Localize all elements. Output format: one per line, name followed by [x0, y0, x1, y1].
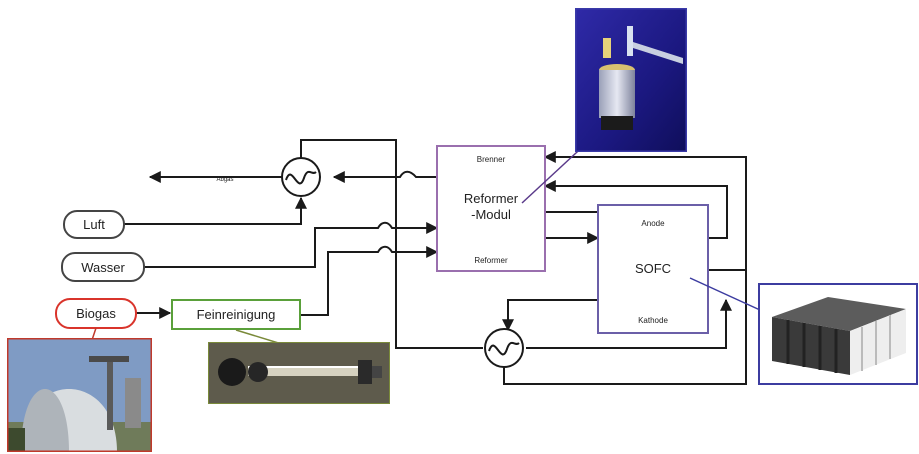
reformer-modul-top-label: Brenner — [477, 155, 506, 164]
wasser-node: Wasser — [61, 252, 145, 282]
reformer-modul-title-line2: -Modul — [471, 207, 511, 222]
hx-to-kathode-line — [526, 298, 732, 349]
wasser-label: Wasser — [81, 260, 125, 275]
sofc-node: Anode SOFC Kathode — [597, 204, 709, 334]
luft-node: Luft — [63, 210, 125, 239]
heat-exchanger-icon — [484, 328, 524, 368]
kathode-to-brenner-line — [543, 151, 747, 271]
reformer-modul-node: Brenner Reformer -Modul Reformer — [436, 145, 546, 272]
reformer-modul-photo — [575, 8, 687, 152]
sofc-title: SOFC — [635, 261, 671, 276]
feinreinigung-photo — [208, 342, 390, 404]
feinreinigung-node: Feinreinigung — [171, 299, 301, 330]
anode-to-brenner-line — [543, 180, 728, 239]
luft-line — [124, 196, 307, 225]
biogas-node: Biogas — [55, 298, 137, 329]
reformer-modul-bottom-label: Reformer — [474, 256, 508, 265]
luft-label: Luft — [83, 217, 105, 232]
heat-exchanger-icon — [281, 157, 321, 197]
sofc-bottom-label: Kathode — [638, 316, 668, 325]
sofc-stack-photo — [758, 283, 918, 385]
hx-bottom-line — [503, 270, 747, 385]
hx-top-line — [300, 139, 483, 349]
biogas-plant-photo — [7, 338, 152, 452]
abgas-label: Abgas — [216, 177, 233, 183]
feinreinigung-label: Feinreinigung — [197, 307, 276, 322]
sofc-photo-pointer — [689, 277, 761, 311]
flow-lines — [124, 139, 747, 385]
sofc-top-label: Anode — [641, 219, 665, 228]
biogas-label: Biogas — [76, 306, 116, 321]
wasser-line — [144, 221, 439, 268]
gas-line — [300, 245, 439, 316]
kathode-to-hx-line — [502, 299, 598, 332]
brenner-to-hx-line — [332, 170, 437, 183]
reformer-modul-title-line1: Reformer — [464, 191, 519, 206]
